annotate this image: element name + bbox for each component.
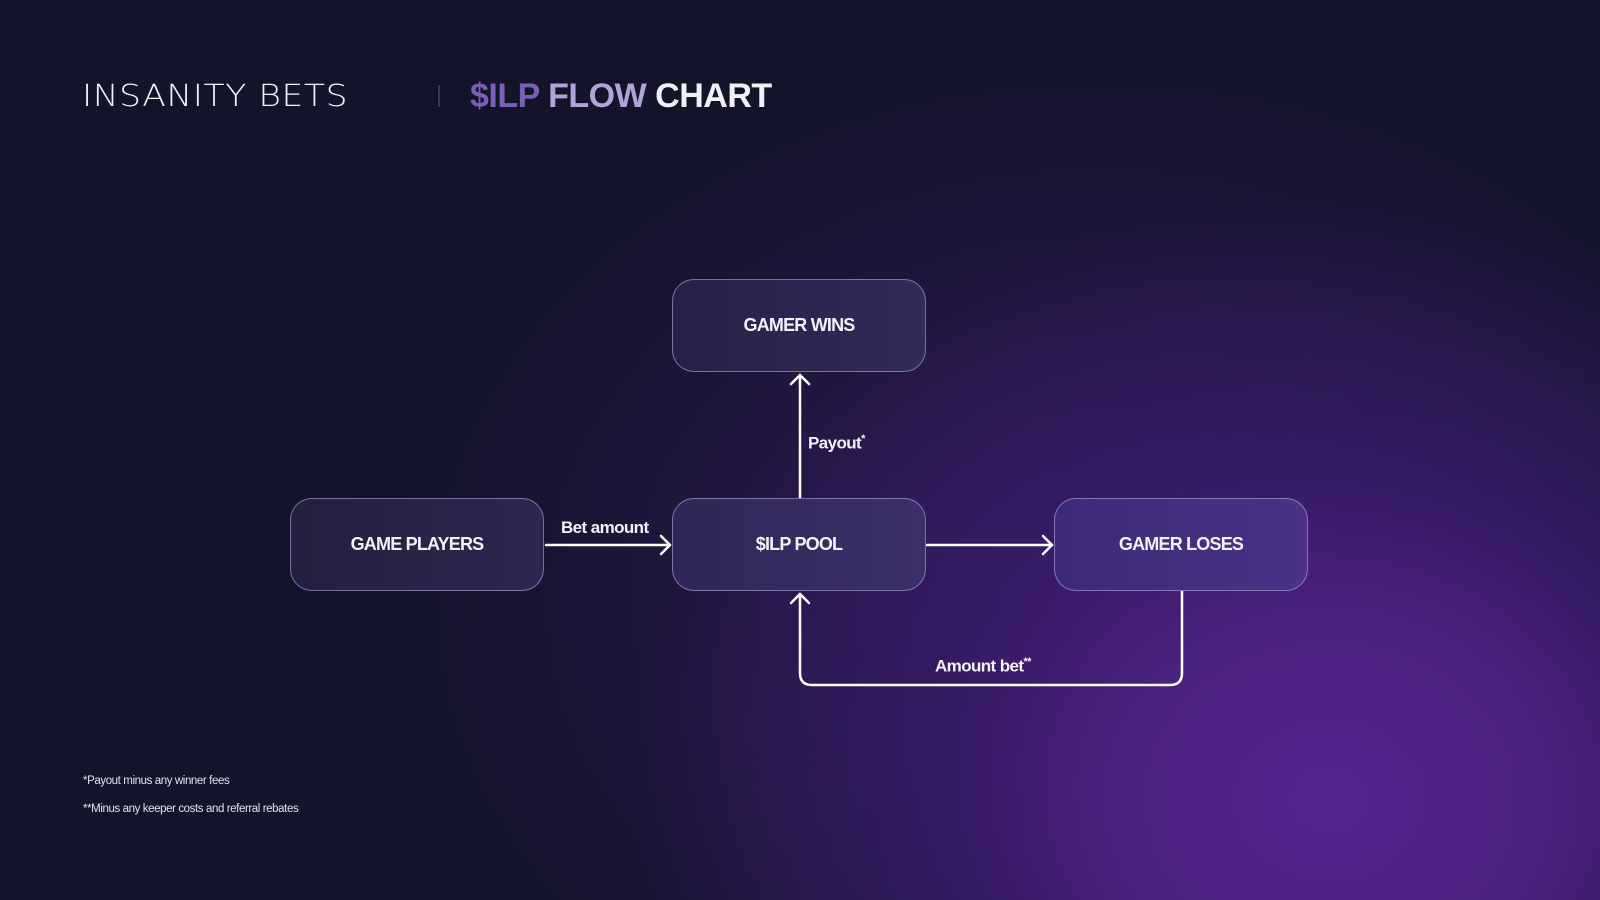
label-amount-bet: Amount bet**: [935, 656, 1031, 677]
node-label: GAMER WINS: [743, 315, 856, 335]
node-gamer-loses: GAMER LOSES: [1054, 498, 1308, 591]
label-text: Amount bet: [935, 656, 1024, 676]
arrowhead-bet-amount: [659, 534, 672, 556]
footnote-payout: *Payout minus any winner fees: [83, 775, 230, 787]
node-gamer-wins: GAMER WINS: [672, 279, 926, 372]
arrowhead-payout: [789, 373, 811, 386]
node-label: $ILP POOL: [755, 534, 843, 554]
header: INSANITY BETS $ILP FLOW CHART: [82, 74, 772, 118]
brand-logo: INSANITY BETS: [82, 78, 349, 114]
footnote-mark: *: [861, 433, 865, 445]
page-title: $ILP FLOW CHART: [470, 77, 772, 116]
title-flow: FLOW: [548, 76, 647, 115]
header-divider: [438, 85, 440, 107]
title-ilp: $ILP: [470, 76, 540, 115]
arrowhead-to-loses: [1041, 534, 1054, 556]
footnote-mark: **: [1023, 656, 1031, 668]
footnote-amount-bet: **Minus any keeper costs and referral re…: [83, 803, 299, 815]
label-text: Payout: [808, 433, 862, 453]
label-payout: Payout*: [808, 433, 865, 454]
arrow-amount-bet: [798, 589, 1184, 687]
node-label: GAMER LOSES: [1118, 534, 1244, 554]
label-bet-amount: Bet amount: [561, 518, 649, 538]
title-chart: CHART: [655, 76, 772, 115]
node-label: GAME PLAYERS: [350, 534, 485, 554]
node-ilp-pool: $ILP POOL: [672, 498, 926, 591]
node-game-players: GAME PLAYERS: [290, 498, 544, 591]
label-text: Bet amount: [561, 518, 649, 537]
arrowhead-amount-bet: [789, 592, 811, 605]
